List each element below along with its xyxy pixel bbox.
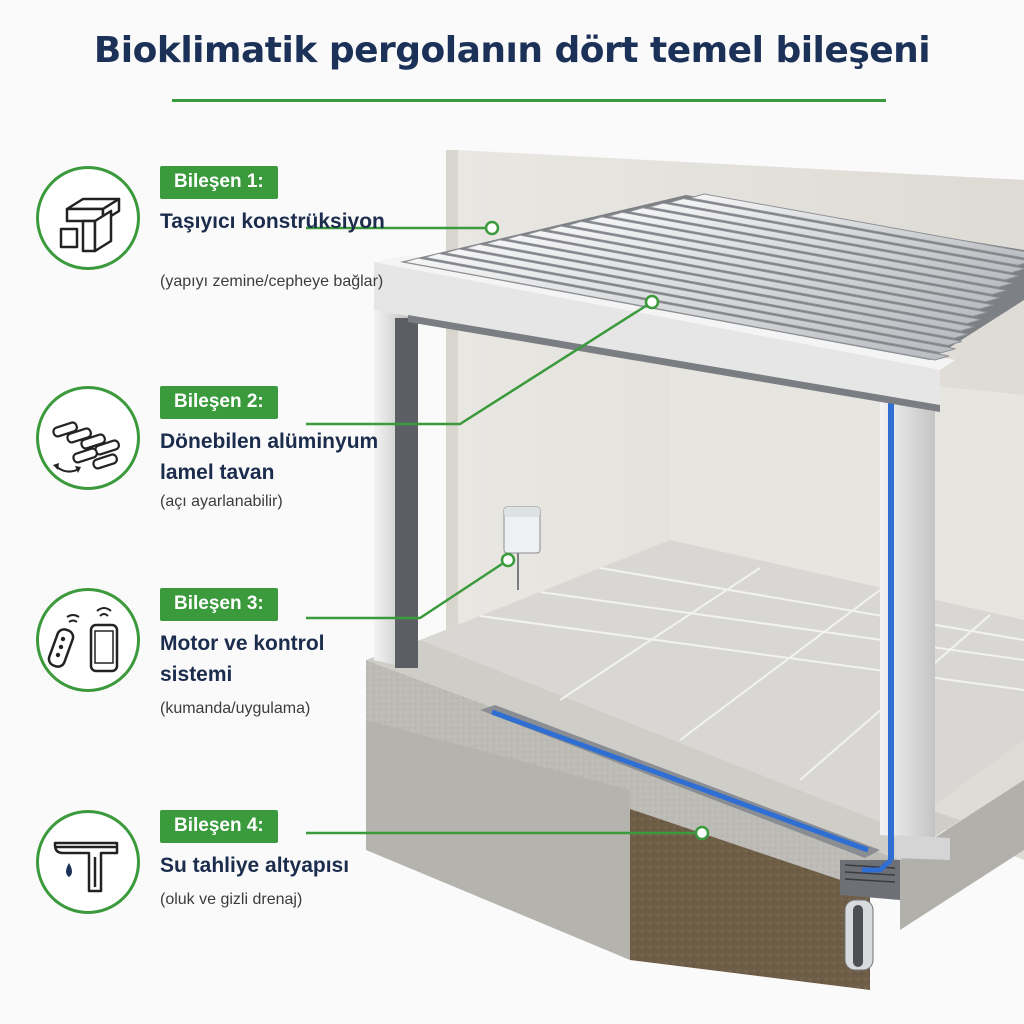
component-4-note: (oluk ve gizli drenaj) <box>160 891 303 908</box>
title-underline <box>172 99 886 102</box>
page-title: Bioklimatik pergolanın dört temel bileşe… <box>93 30 931 71</box>
rotating-louvers-icon <box>36 386 140 490</box>
component-1-badge: Bileşen 1: <box>160 166 278 199</box>
louver-slat <box>546 225 994 310</box>
louver-slat <box>506 234 981 325</box>
component-1-note: (yapıyı zemine/cepheye bağlar) <box>160 273 384 290</box>
component-3-name: Motor ve kontrol sistemi <box>160 632 325 686</box>
component-3-badge: Bileşen 3: <box>160 588 278 621</box>
component-4-badge: Bileşen 4: <box>160 810 278 843</box>
louver-slat <box>526 230 988 317</box>
foundation <box>366 640 1024 990</box>
louver-slat <box>403 257 950 361</box>
louver-slat <box>669 198 1024 266</box>
louver-slat <box>689 193 1024 259</box>
gutter-drop-icon <box>36 810 140 914</box>
component-2-note: (açı ayarlanabilir) <box>160 493 283 510</box>
callout-lines <box>306 220 710 841</box>
front-post <box>862 360 950 873</box>
louver-slat <box>608 211 1013 288</box>
motor-control-box <box>503 506 541 590</box>
louver-slat <box>587 216 1007 295</box>
louver-slat <box>444 248 962 346</box>
component-2-badge: Bileşen 2: <box>160 386 278 419</box>
component-2-name: Dönebilen alüminyum lamel tavan <box>160 430 379 484</box>
louver-slat <box>628 207 1020 281</box>
louver-slat <box>567 220 1000 303</box>
component-4-name: Su tahliye altyapısı <box>160 854 350 877</box>
remote-phone-icon <box>36 588 140 692</box>
louver-roof <box>400 193 1024 361</box>
louver-slat <box>465 243 969 339</box>
component-3-note: (kumanda/uygulama) <box>160 700 311 717</box>
louver-slat <box>649 202 1024 274</box>
louver-slat <box>424 252 956 354</box>
component-1-name: Taşıyıcı konstrüksiyon <box>160 210 385 233</box>
louver-slat <box>485 239 975 332</box>
frame-profile-icon <box>36 166 140 270</box>
drain-channel <box>480 705 900 971</box>
left-post <box>374 270 418 668</box>
